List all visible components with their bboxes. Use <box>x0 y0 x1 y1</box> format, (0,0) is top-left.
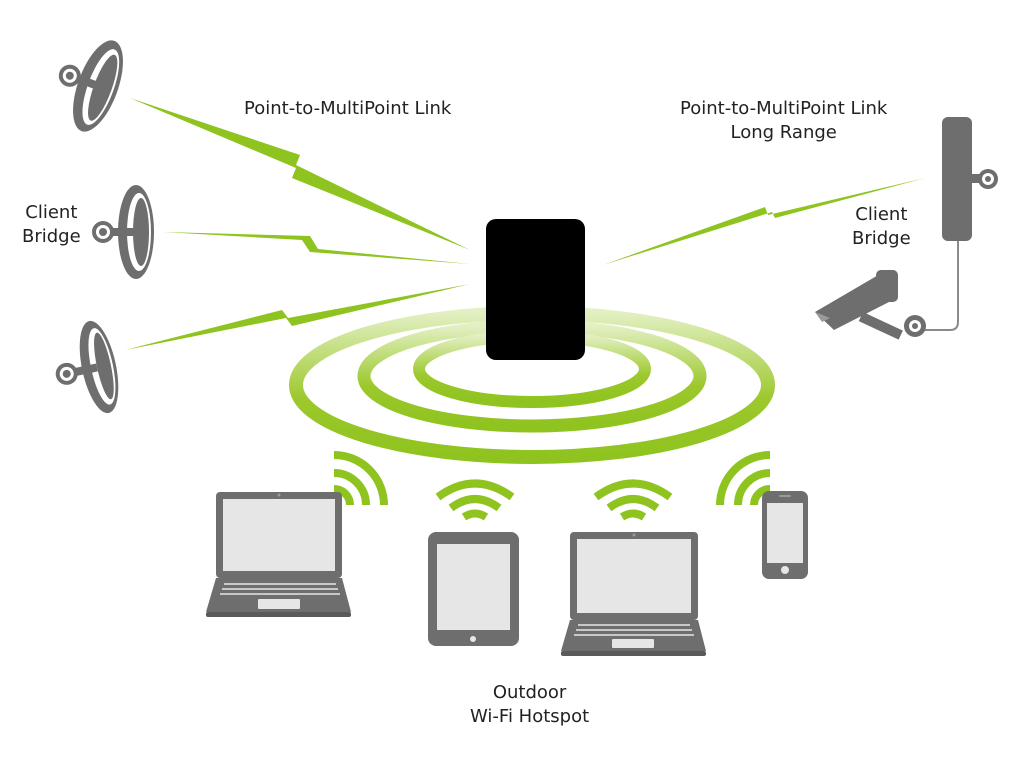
label-outdoor-hotspot: Outdoor Wi-Fi Hotspot <box>470 681 589 729</box>
antenna-cable <box>925 241 959 331</box>
hotspot-line2: Wi-Fi Hotspot <box>470 706 590 727</box>
wifi-signal-icon <box>435 479 515 521</box>
client-bridge-right-line2: Bridge <box>852 228 911 249</box>
smartphone-icon <box>762 491 808 579</box>
wifi-signal-icon <box>593 479 673 521</box>
panel-antenna-icon <box>942 117 998 241</box>
client-bridge-left-line1: Client <box>25 202 78 223</box>
link-bottom-left <box>125 284 470 350</box>
wifi-signal-icon <box>333 451 388 506</box>
link-top-left <box>130 98 470 250</box>
tablet-icon <box>428 532 519 646</box>
ptmp-right-line2: Long Range <box>730 122 837 143</box>
dish-antenna-icon <box>55 320 119 414</box>
label-ptmp-right: Point-to-MultiPoint Link Long Range <box>680 97 887 145</box>
hotspot-line1: Outdoor <box>492 682 567 703</box>
ptmp-right-line1: Point-to-MultiPoint Link <box>680 98 888 119</box>
ptmp-left-text: Point-to-MultiPoint Link <box>244 98 452 119</box>
dish-antenna-icon <box>58 40 123 132</box>
laptop-icon <box>206 492 351 617</box>
label-client-bridge-right: Client Bridge <box>852 203 911 251</box>
wireless-links <box>125 98 925 350</box>
link-mid-left <box>163 232 470 264</box>
client-bridge-left-line2: Bridge <box>22 226 81 247</box>
access-point-icon <box>486 219 585 360</box>
security-camera-icon <box>815 270 926 340</box>
label-ptmp-left: Point-to-MultiPoint Link <box>244 97 451 121</box>
laptop-icon <box>561 532 706 656</box>
dish-antenna-icon <box>92 185 154 279</box>
label-client-bridge-left: Client Bridge <box>22 201 81 249</box>
client-bridge-right-line1: Client <box>855 204 908 225</box>
wifi-signal-icon <box>716 451 771 506</box>
